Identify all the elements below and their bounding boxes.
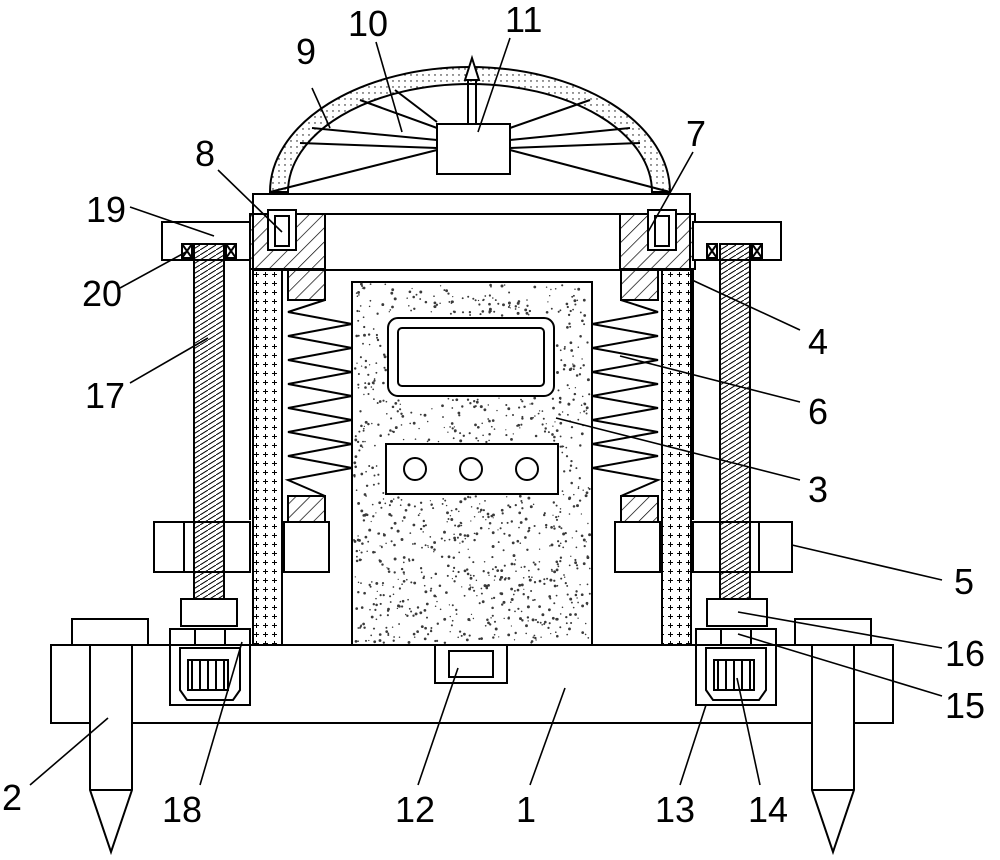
bellows-right	[591, 269, 662, 527]
coupling-left	[169, 598, 251, 648]
signal-receiver	[436, 54, 511, 175]
label-12: 12	[395, 789, 435, 830]
label-6: 6	[808, 391, 828, 432]
mount-block-left	[249, 209, 326, 270]
ground-spike-right	[811, 644, 855, 856]
slide-blocks-left	[153, 521, 330, 573]
label-17: 17	[85, 375, 125, 416]
coupling-right	[695, 598, 777, 648]
label-13: 13	[655, 789, 695, 830]
label-8: 8	[195, 133, 215, 174]
label-14: 14	[748, 789, 788, 830]
label-9: 9	[296, 31, 316, 72]
part-labels: 9 10 11 8 7 19 20 17 4 6 3 5 16 15 2 18 …	[2, 0, 985, 830]
vertical-post-right	[661, 269, 692, 646]
vertical-post-left	[252, 269, 283, 646]
label-7: 7	[686, 113, 706, 154]
label-4: 4	[808, 321, 828, 362]
leader-lines	[29, 37, 943, 786]
side-bar-right	[692, 221, 782, 261]
main-body	[351, 281, 593, 646]
motor-right	[695, 644, 777, 706]
label-15: 15	[945, 685, 985, 726]
label-11: 11	[505, 0, 542, 40]
label-10: 10	[348, 3, 388, 44]
label-20: 20	[82, 273, 122, 314]
ground-spike-left	[89, 644, 133, 856]
label-19: 19	[86, 189, 126, 230]
label-18: 18	[162, 789, 202, 830]
mount-block-right	[619, 209, 696, 270]
label-3: 3	[808, 469, 828, 510]
slide-blocks-right	[614, 521, 793, 573]
arc-spokes	[269, 89, 671, 193]
label-5: 5	[954, 561, 974, 602]
label-2: 2	[2, 777, 22, 818]
label-16: 16	[945, 633, 985, 674]
label-1: 1	[516, 789, 536, 830]
bellows-left	[284, 269, 353, 527]
